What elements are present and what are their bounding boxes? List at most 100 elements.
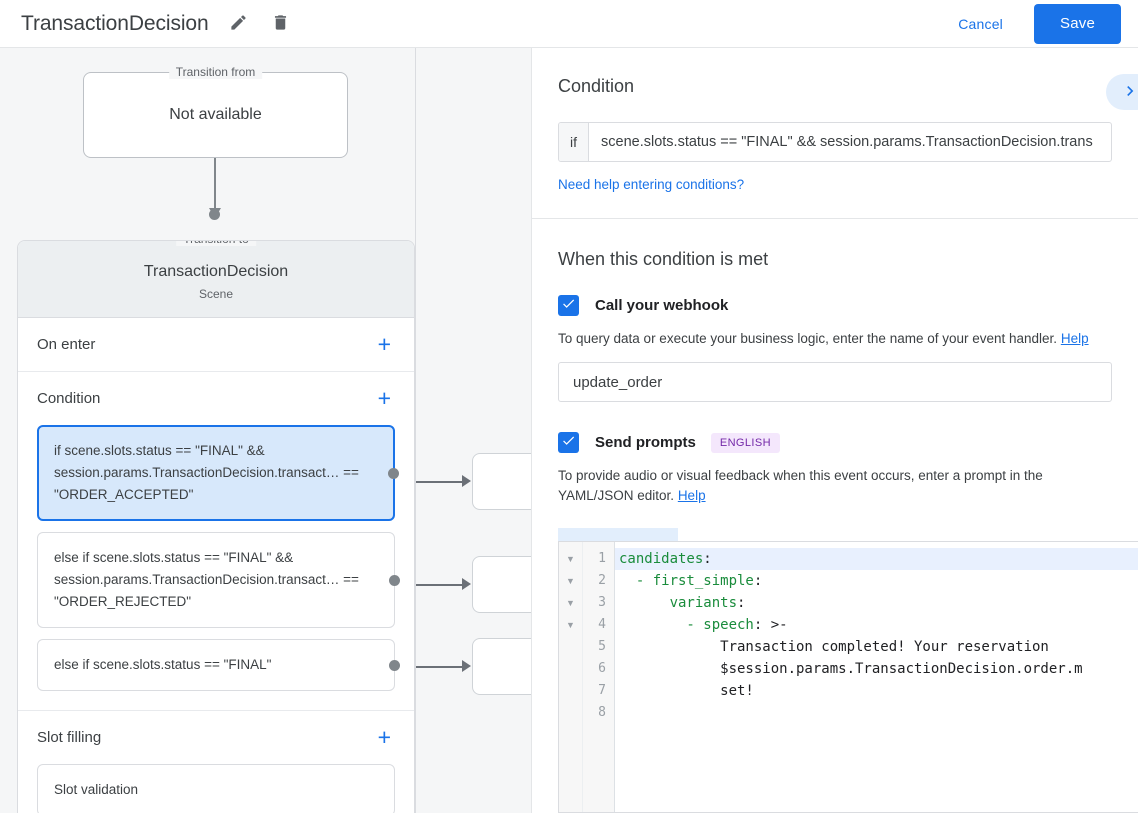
add-on-enter-icon[interactable]: +: [377, 331, 391, 357]
prompts-label: Send prompts: [595, 434, 696, 451]
section-on-enter-header: On enter +: [37, 318, 395, 371]
section-slot-filling-header: Slot filling +: [37, 711, 395, 764]
condition-help-link[interactable]: Need help entering conditions?: [558, 177, 745, 192]
yaml-key: - speech: [619, 617, 754, 633]
code-line[interactable]: Transaction completed! Your reservation: [615, 636, 1138, 658]
scene-name: TransactionDecision: [143, 263, 289, 280]
webhook-checkbox-row: Call your webhook: [558, 295, 1112, 316]
top-bar: TransactionDecision Cancel Save: [0, 0, 1138, 48]
condition-item-accepted[interactable]: if scene.slots.status == "FINAL" && sess…: [37, 425, 399, 521]
code-line[interactable]: set!: [615, 680, 1138, 702]
prompts-description: To provide audio or visual feedback when…: [558, 466, 1112, 506]
fold-spacer: [559, 636, 582, 658]
webhook-checkbox[interactable]: [558, 295, 579, 316]
prompts-help-link[interactable]: Help: [677, 488, 706, 503]
yaml-value: :: [753, 573, 763, 589]
condition-item-text: else if scene.slots.status == "FINAL" &&…: [54, 550, 359, 609]
fold-toggle-icon[interactable]: ▼: [566, 598, 575, 608]
trash-icon: [271, 13, 290, 35]
condition-connector-dot: [389, 660, 400, 671]
fold-spacer: [559, 658, 582, 680]
transition-to-card: Transition to TransactionDecision Scene …: [17, 240, 415, 813]
yaml-value: $session.params.TransactionDecision.orde…: [619, 661, 1083, 677]
top-bar-actions: Cancel Save: [944, 3, 1138, 44]
detail-panel: Condition if Need help entering conditio…: [532, 48, 1138, 813]
transition-from-legend: Transition from: [168, 65, 263, 79]
canvas-inner: Transition from Not available Transition…: [0, 48, 531, 813]
scene-canvas[interactable]: Transition from Not available Transition…: [0, 48, 532, 813]
condition-heading: Condition: [558, 76, 635, 96]
condition-item-text: else if scene.slots.status == "FINAL": [54, 657, 272, 672]
slot-validation-item[interactable]: Slot validation: [37, 764, 395, 813]
fold-spacer: [559, 702, 582, 724]
section-slot-filling: Slot filling + Slot validation: [18, 711, 414, 813]
prompts-checkbox[interactable]: [558, 432, 579, 453]
code-line[interactable]: - first_simple:: [615, 570, 1138, 592]
code-line[interactable]: - speech: >-: [615, 614, 1138, 636]
line-number: 4: [598, 617, 606, 632]
yaml-value: :: [737, 595, 746, 611]
section-slot-filling-label: Slot filling: [37, 729, 102, 746]
connector-line-1: [416, 481, 466, 483]
connector-arrow-3: [462, 660, 471, 672]
target-node-2[interactable]: [472, 556, 531, 613]
add-condition-icon[interactable]: +: [377, 385, 391, 411]
yaml-value: Transaction completed! Your reservation: [619, 639, 1049, 655]
code-line[interactable]: $session.params.TransactionDecision.orde…: [615, 658, 1138, 680]
transition-from-value: Not available: [169, 106, 262, 123]
target-node-1[interactable]: [472, 453, 531, 510]
line-number: 1: [598, 551, 606, 566]
transition-from-card[interactable]: Transition from Not available: [83, 65, 348, 158]
collapse-panel-button[interactable]: [1106, 74, 1138, 110]
canvas-column-divider: [415, 48, 416, 813]
editor-fold-gutter[interactable]: ▼ ▼ ▼ ▼: [559, 542, 583, 812]
cancel-button[interactable]: Cancel: [944, 7, 1017, 41]
fold-toggle-icon[interactable]: ▼: [566, 576, 575, 586]
webhook-description-text: To query data or execute your business l…: [558, 331, 1058, 346]
yaml-value: set!: [619, 683, 754, 699]
condition-list: if scene.slots.status == "FINAL" && sess…: [37, 425, 400, 710]
section-condition: Condition + if scene.slots.status == "FI…: [18, 372, 414, 711]
edit-name-button[interactable]: [225, 10, 253, 38]
line-number: 5: [598, 639, 606, 654]
line-number: 6: [598, 661, 606, 676]
condition-item-rejected[interactable]: else if scene.slots.status == "FINAL" &&…: [37, 532, 400, 628]
connector-line-3: [416, 666, 466, 668]
fold-spacer: [559, 680, 582, 702]
yaml-value: : >-: [753, 617, 788, 633]
editor-code-area[interactable]: candidates: - first_simple: variants: - …: [615, 542, 1138, 812]
fold-toggle-icon[interactable]: ▼: [566, 554, 575, 564]
code-line[interactable]: [615, 702, 1138, 724]
yaml-key: candidates: [619, 551, 704, 567]
line-number: 8: [598, 705, 606, 720]
prompts-checkbox-row: Send prompts ENGLISH: [558, 432, 1112, 453]
transition-arrow-line: [214, 158, 216, 215]
save-button[interactable]: Save: [1034, 3, 1121, 44]
condition-input-row[interactable]: if: [558, 122, 1112, 162]
yaml-key: variants: [619, 595, 738, 611]
page-title: TransactionDecision: [21, 11, 209, 35]
scene-header[interactable]: Transition to TransactionDecision Scene: [18, 241, 414, 318]
transition-arrow-head: [209, 208, 221, 218]
code-line[interactable]: variants:: [615, 592, 1138, 614]
connector-line-2: [416, 584, 466, 586]
condition-section: Condition if Need help entering conditio…: [532, 48, 1138, 218]
delete-button[interactable]: [267, 10, 295, 38]
webhook-help-link[interactable]: Help: [1060, 331, 1089, 346]
target-node-3[interactable]: [472, 638, 531, 695]
condition-connector-dot: [389, 575, 400, 586]
connector-arrow-2: [462, 578, 471, 590]
add-slot-filling-icon[interactable]: +: [377, 724, 391, 750]
prompts-description-text: To provide audio or visual feedback when…: [558, 468, 1043, 503]
fold-toggle-icon[interactable]: ▼: [566, 620, 575, 630]
condition-item-final[interactable]: else if scene.slots.status == "FINAL": [37, 639, 400, 691]
condition-input[interactable]: [589, 123, 1111, 161]
line-number: 3: [598, 595, 606, 610]
section-on-enter-label: On enter: [37, 336, 96, 353]
connector-arrow-1: [462, 475, 471, 487]
code-line[interactable]: candidates:: [615, 548, 1138, 570]
webhook-handler-input[interactable]: [558, 362, 1112, 402]
when-met-heading: When this condition is met: [558, 249, 769, 269]
